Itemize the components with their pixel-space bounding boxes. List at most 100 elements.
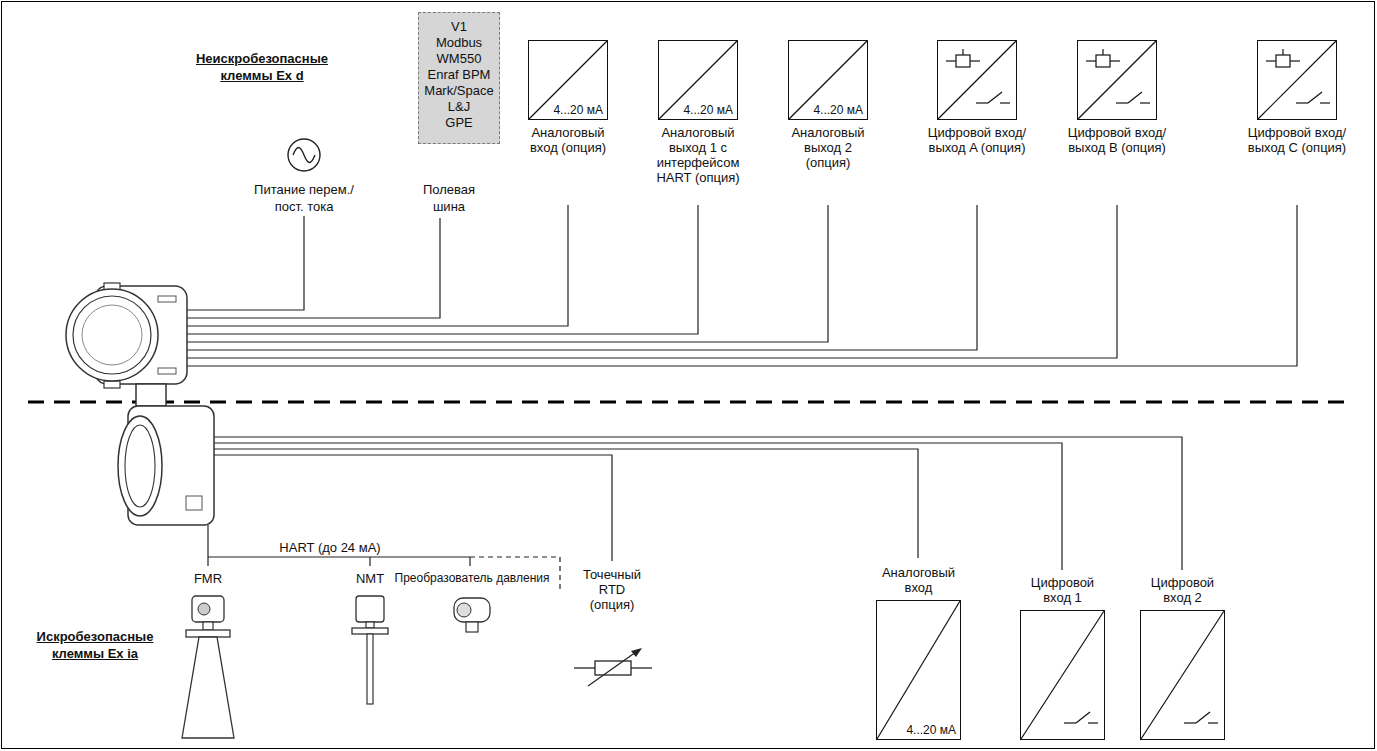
- coil-lead: [1102, 49, 1103, 55]
- protocol-name: L&J: [448, 99, 470, 115]
- compartment-cover-ring: [125, 425, 155, 507]
- coil-lead: [1290, 60, 1300, 61]
- coil-lead: [1086, 60, 1096, 61]
- wire: [187, 205, 1117, 358]
- wire: [187, 205, 828, 342]
- wire: [214, 443, 1062, 570]
- analog-module-box: 4...20 мААналоговый выход 1 с интерфейсо…: [658, 40, 738, 120]
- module-diagonal: [1078, 41, 1156, 119]
- protocol-name: GPE: [445, 115, 472, 131]
- protocol-name: V1: [451, 19, 467, 35]
- module-symbol: [1078, 41, 1156, 119]
- module-diagonal: [877, 601, 960, 739]
- coil-symbol: [1276, 55, 1290, 67]
- rtd-lead: [574, 667, 595, 668]
- module-caption: Цифровой вход/выход B (опция): [1065, 125, 1169, 155]
- switch-lead: [1184, 722, 1196, 723]
- pressure-port: [466, 622, 478, 632]
- wire: [187, 216, 304, 310]
- pressure-display: [457, 603, 471, 617]
- hart-wire: [469, 557, 470, 566]
- module-diagonal: [1021, 611, 1104, 739]
- section-title: Искробезопасные клеммы Ex ia: [30, 628, 160, 662]
- radar-horn: [182, 637, 234, 738]
- module-caption: Аналоговый вход: [874, 565, 964, 595]
- switch-lead: [976, 102, 988, 103]
- analog-module-box: 4...20 мААналоговый выход 2 (опция): [788, 40, 868, 120]
- switch-lead: [1000, 102, 1010, 103]
- module-caption: Цифровой вход 2: [1143, 575, 1223, 605]
- module-symbol: [1258, 41, 1336, 119]
- module-caption: Аналоговый вход (опция): [520, 125, 616, 155]
- digital-input-box: Цифровой вход 2: [1140, 610, 1225, 740]
- switch-lead: [1088, 722, 1098, 723]
- module-symbol: [1021, 611, 1104, 739]
- ac-source-symbol: [288, 139, 320, 171]
- analog-input-box: Аналоговый вход4...20 мА: [876, 600, 961, 740]
- housing-cover: [66, 289, 158, 381]
- wire: [187, 218, 440, 318]
- module-symbol: [938, 41, 1016, 119]
- protocol-name: Modbus: [436, 35, 482, 51]
- module-diagonal: [789, 41, 867, 119]
- compartment-cover: [118, 416, 162, 516]
- digital-input-box: Цифровой вход 1: [1020, 610, 1105, 740]
- switch-lead: [1296, 102, 1308, 103]
- radar-flange: [186, 630, 230, 637]
- switch-lead: [1140, 102, 1150, 103]
- protocol-name: WM550: [437, 51, 482, 67]
- wire: [187, 205, 1297, 366]
- hart-bus: [208, 556, 470, 557]
- radar-neck: [203, 622, 213, 630]
- wire: [187, 205, 977, 350]
- digital-module-box: Цифровой вход/выход B (опция): [1077, 40, 1157, 120]
- wire: [187, 205, 568, 326]
- section-title: Неискробезопасные клеммы Ex d: [187, 50, 337, 84]
- probe-flange: [352, 628, 388, 634]
- supply-label: Питание перем./ пост. тока: [248, 181, 360, 215]
- digital-module-box: Цифровой вход/выход A (опция): [937, 40, 1017, 120]
- protocol-name: Enraf BPM: [428, 67, 491, 83]
- signal-range: 4...20 мА: [905, 723, 957, 737]
- sine-wave: [293, 148, 315, 163]
- housing-screw: [158, 296, 176, 302]
- coil-lead: [1266, 60, 1276, 61]
- wire: [214, 449, 918, 558]
- analog-module-box: 4...20 мААналоговый вход (опция): [528, 40, 608, 120]
- switch-lead: [1208, 722, 1218, 723]
- instrument-label: NMT: [356, 571, 384, 586]
- signal-range: 4...20 мА: [682, 103, 734, 117]
- radar-housing: [192, 596, 224, 622]
- rtd-lead: [631, 667, 652, 668]
- instrument-label: FMR: [194, 571, 222, 586]
- fieldbus-protocol-box: V1ModbusWM550Enraf BPMMark/SpaceL&JGPE: [418, 12, 500, 144]
- probe-neck: [366, 622, 374, 628]
- zone-separator: [28, 401, 1352, 404]
- switch-contact: [1196, 712, 1210, 723]
- switch-contact: [1308, 92, 1322, 103]
- switch-lead: [1116, 102, 1128, 103]
- coil-lead: [946, 60, 956, 61]
- compartment-plate: [186, 496, 202, 510]
- module-diagonal: [659, 41, 737, 119]
- module-caption: Цифровой вход/выход C (опция): [1245, 125, 1349, 155]
- probe-head: [356, 596, 384, 622]
- rtd-arrowhead: [631, 648, 642, 657]
- housing-window: [82, 305, 142, 365]
- coil-lead: [962, 49, 963, 55]
- instrument-label: Преобразователь давления: [395, 571, 550, 586]
- fieldbus-label: Полевая шина: [417, 181, 481, 215]
- rtd-variable-arrow: [588, 652, 636, 686]
- module-diagonal: [1141, 611, 1224, 739]
- switch-contact: [988, 92, 1002, 103]
- probe-rod: [367, 634, 373, 704]
- housing-screw: [158, 368, 176, 374]
- module-caption: Цифровой вход/выход A (опция): [925, 125, 1029, 155]
- signal-range: 4...20 мА: [812, 103, 864, 117]
- hart-wire: [369, 557, 370, 566]
- module-caption: Цифровой вход 1: [1023, 575, 1103, 605]
- coil-lead: [970, 60, 980, 61]
- protocol-name: Mark/Space: [424, 83, 493, 99]
- module-diagonal: [938, 41, 1016, 119]
